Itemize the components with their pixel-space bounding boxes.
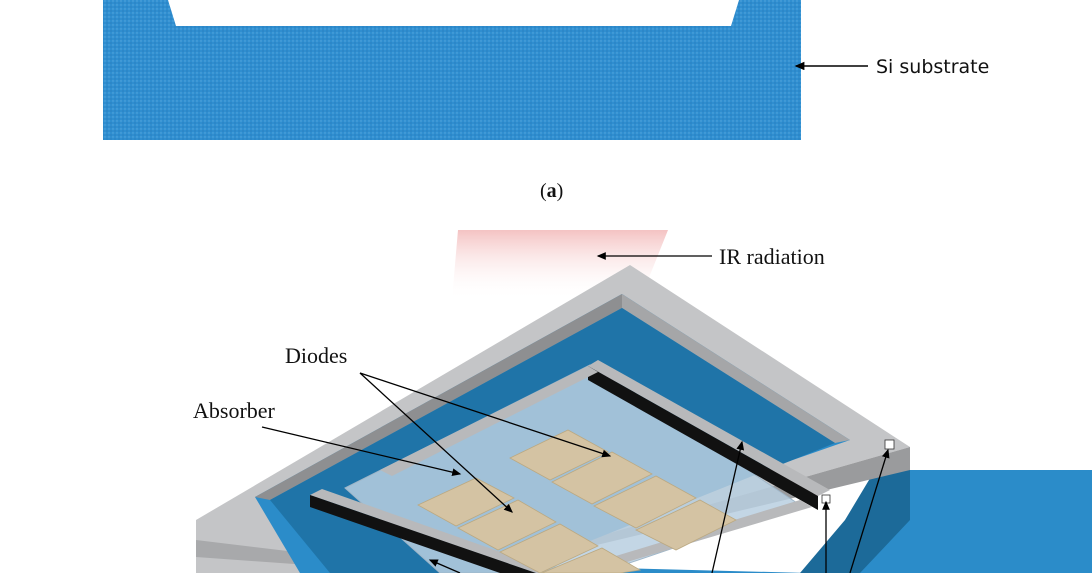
support-beam-right-top [588,360,830,496]
ir-radiation-label: IR radiation [719,244,825,269]
panel-b: IR radiation Diodes Absorber [193,230,1092,573]
support-beam-arm-top [380,366,598,476]
si-substrate [103,0,801,140]
support-beam-left-side [310,495,536,573]
support-beam-left-top [310,489,560,573]
diodes-label: Diodes [285,343,347,368]
absorber-label: Absorber [193,398,276,423]
diode [499,523,599,573]
substrate-side-blue-right [800,447,910,573]
cavity-wall-left [255,294,622,500]
support-beam-right-side [588,366,818,510]
panel-a-caption: (a) [540,180,563,202]
frame-side-left [196,520,470,573]
diodes [417,429,737,573]
diode [635,499,737,551]
diode [541,547,642,573]
cavity-wall-back [622,294,850,443]
diode [457,499,557,551]
contact-pad [821,494,831,504]
panel-a: Si substrate (a) [103,0,989,202]
substrate-label: Si substrate [876,56,989,78]
contact-pad [884,439,895,450]
diode [551,451,653,505]
diode [417,477,515,527]
leader-lines [261,252,890,573]
diode [593,475,697,529]
